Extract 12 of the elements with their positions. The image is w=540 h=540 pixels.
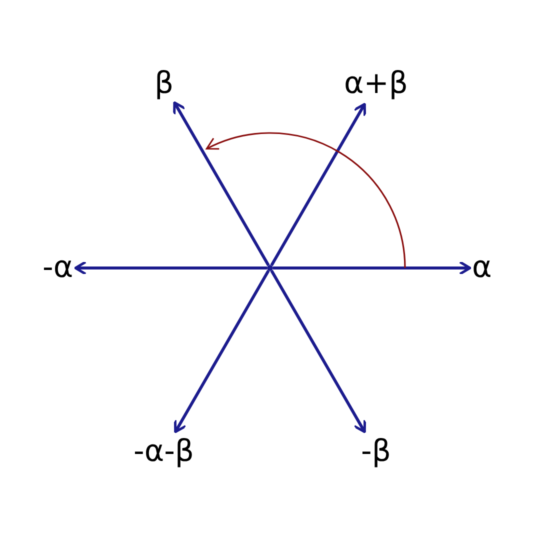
vector-label: α+β (344, 66, 408, 102)
vector-arrow (273, 260, 472, 276)
vector-arrow (74, 260, 267, 276)
vector-arrow (173, 101, 270, 266)
vector-label: α (472, 250, 492, 286)
vector-label: -β (361, 434, 391, 470)
vector-label: β (154, 66, 174, 102)
vector-label: -α-β (134, 434, 194, 470)
vector-arrow (270, 102, 366, 266)
vector-arrow (270, 270, 366, 434)
vector-label: -α (42, 250, 74, 286)
vector-arrow (174, 270, 270, 434)
